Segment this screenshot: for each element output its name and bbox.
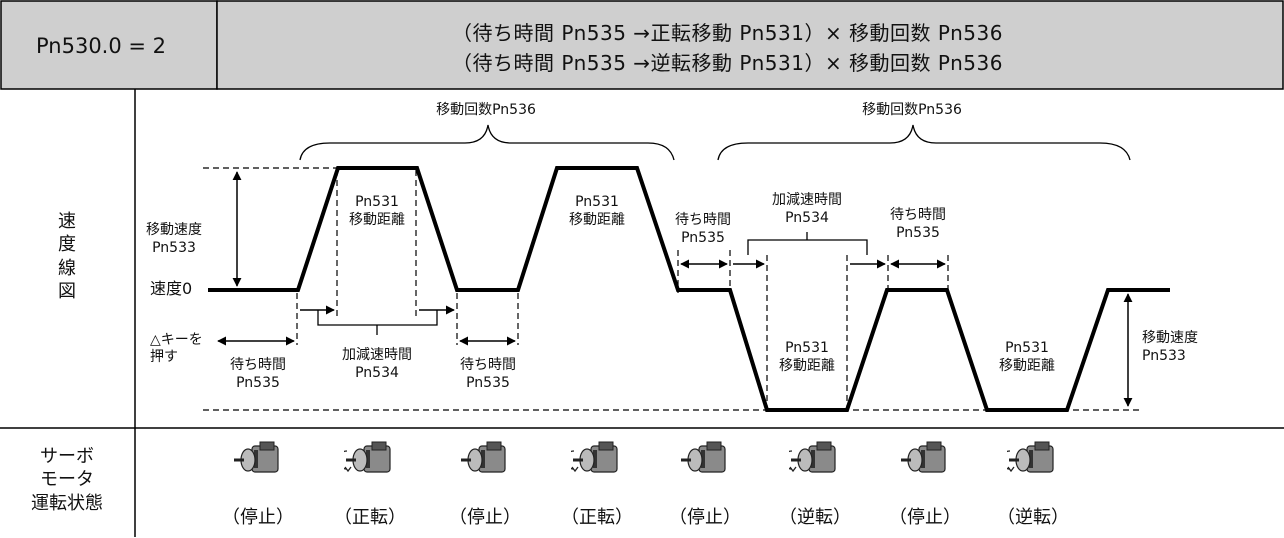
header-cell-mode — [0, 0, 218, 90]
accel-time-brackets — [317, 232, 868, 335]
move-count-brackets — [299, 124, 1131, 161]
dashed-reference-lines — [203, 167, 1140, 411]
header-cell-formula — [216, 0, 1284, 90]
dimension-arrows — [217, 171, 1133, 407]
speed-profile-line — [208, 166, 1170, 412]
